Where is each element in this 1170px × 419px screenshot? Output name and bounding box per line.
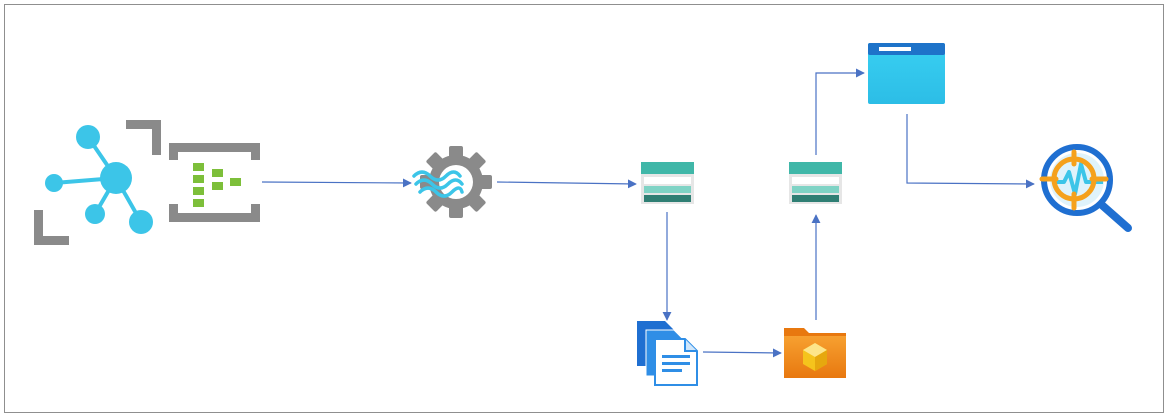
web-window-icon <box>868 43 945 104</box>
connectors <box>261 68 1035 358</box>
data-explorer-icon <box>1039 144 1132 232</box>
edge-webapp-to-explorer <box>906 114 1035 189</box>
event-hubs-icon <box>169 143 260 222</box>
edge-files-to-folder <box>702 348 782 358</box>
iot-hub-icon <box>34 120 161 245</box>
documents-icon <box>637 321 698 386</box>
storage-table-icon-1 <box>641 162 694 204</box>
diagram-frame <box>4 4 1164 413</box>
folder-cube-icon <box>784 328 846 378</box>
stream-analytics-icon <box>412 146 492 218</box>
edge-eventhubs-to-streamanalytics <box>261 178 412 188</box>
edge-storage2-to-webapp <box>815 68 865 155</box>
storage-table-icon-2 <box>789 162 842 204</box>
edge-streamanalytics-to-storage1 <box>496 179 637 189</box>
